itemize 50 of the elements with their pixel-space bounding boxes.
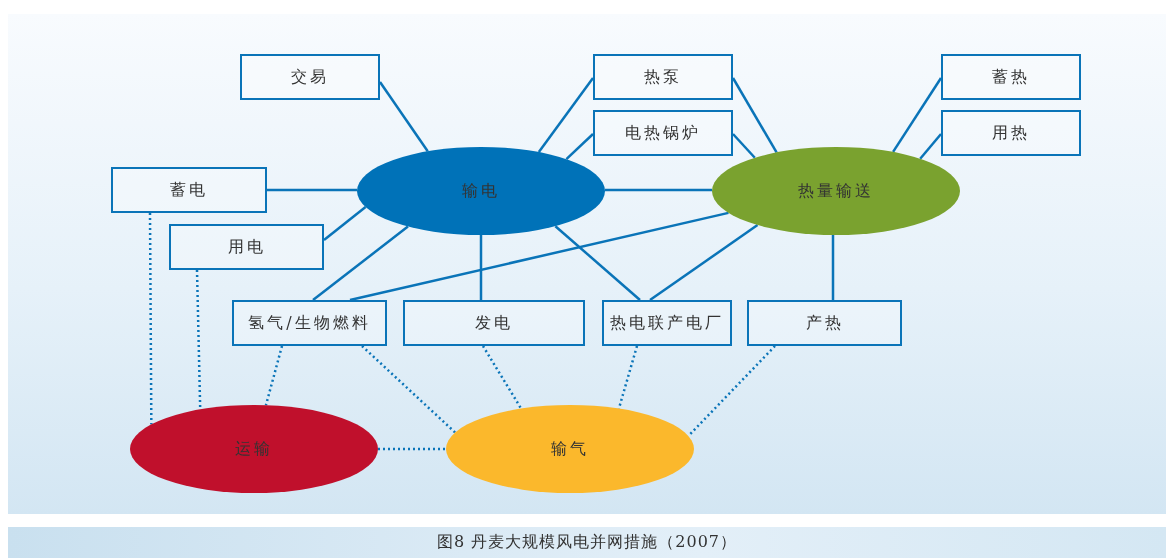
process-box xyxy=(403,300,585,346)
dotted-connector xyxy=(148,213,153,425)
connector-line xyxy=(554,225,641,301)
connector-line xyxy=(312,225,409,301)
connector-line xyxy=(604,188,713,192)
dotted-connector xyxy=(617,345,639,409)
node-label: 运输 xyxy=(235,438,273,460)
node-label: 输电 xyxy=(462,180,500,202)
connector-line xyxy=(378,81,429,152)
connector-line xyxy=(267,188,358,192)
connector-line xyxy=(537,77,594,153)
node-label: 电热锅炉 xyxy=(625,122,701,144)
connector-line xyxy=(732,133,756,159)
node-label: 热量输送 xyxy=(798,180,874,202)
node-label: 产热 xyxy=(805,312,844,334)
connector-line xyxy=(649,224,759,302)
node-label: 蓄电 xyxy=(170,179,208,201)
node-label: 用热 xyxy=(992,122,1030,144)
process-box xyxy=(232,300,387,346)
process-box xyxy=(941,110,1081,156)
dotted-connector xyxy=(361,345,456,434)
connector-line xyxy=(479,235,483,300)
node-label: 热电联产电厂 xyxy=(610,312,724,334)
process-box xyxy=(593,54,733,100)
process-box xyxy=(602,300,732,346)
connector-line xyxy=(919,133,942,160)
node-label: 发电 xyxy=(475,312,513,334)
connector-line xyxy=(831,235,835,300)
dotted-connector xyxy=(264,345,284,406)
node-label: 用电 xyxy=(227,236,266,258)
process-box xyxy=(747,300,902,346)
connector-line xyxy=(892,77,943,153)
node-label: 蓄热 xyxy=(992,66,1030,88)
node-label: 氢气/生物燃料 xyxy=(248,312,371,334)
node-label: 输气 xyxy=(551,438,589,460)
connector-line xyxy=(323,206,367,241)
connector-line xyxy=(731,77,778,153)
process-box xyxy=(169,224,324,270)
caption: 图8 丹麦大规模风电并网措施（2007） xyxy=(437,532,737,553)
dotted-connector xyxy=(687,345,776,437)
process-box xyxy=(111,167,267,213)
connector-line xyxy=(349,211,729,302)
process-box xyxy=(240,54,380,100)
dotted-connector xyxy=(378,447,446,451)
dotted-connector xyxy=(481,345,523,410)
node-label: 交易 xyxy=(291,66,329,88)
node-label: 热泵 xyxy=(644,66,682,88)
connector-line xyxy=(565,133,594,160)
process-box xyxy=(941,54,1081,100)
process-box xyxy=(593,110,733,156)
